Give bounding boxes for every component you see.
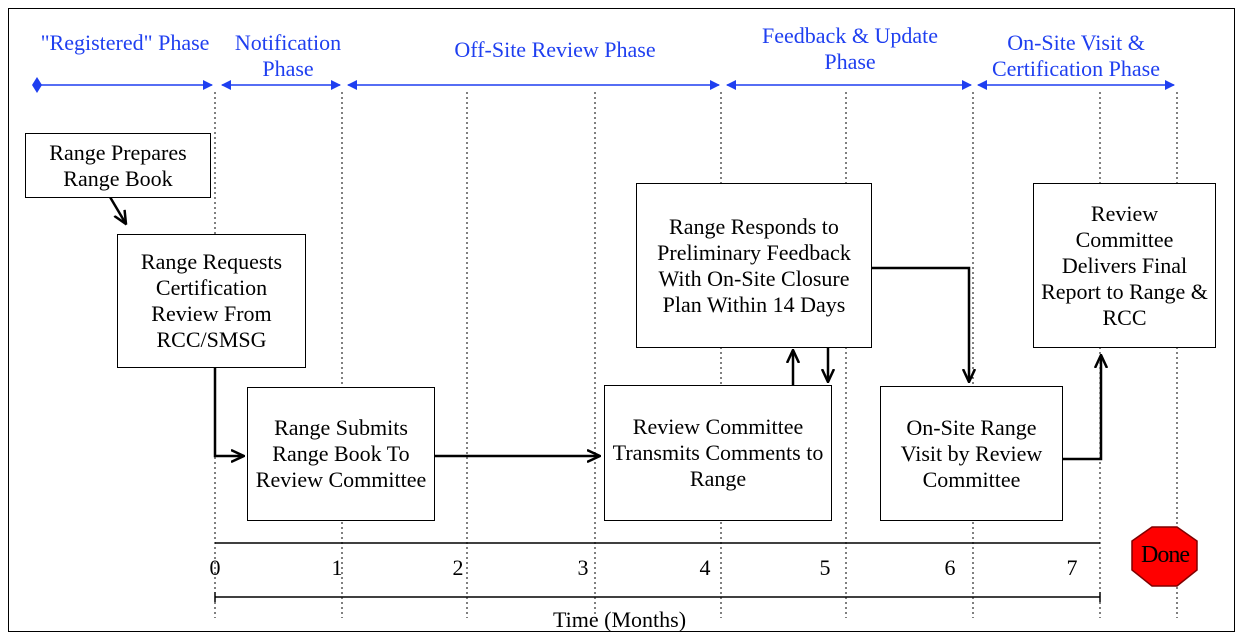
axis-tick: 5 (819, 555, 831, 580)
step-committee-transmits: Review Committee Transmits Comments to R… (604, 385, 832, 521)
axis-tick: 1 (331, 555, 343, 580)
axis-title: Time (Months) (553, 607, 687, 632)
phase-boundary-lines (214, 92, 1178, 618)
axis-tick: 2 (452, 555, 464, 580)
step-range-submits: Range Submits Range Book To Review Commi… (247, 387, 435, 521)
step-committee-delivers: Review Committee Delivers Final Report t… (1033, 183, 1216, 348)
diagram-frame (8, 8, 1235, 632)
phase-arrows (32, 77, 1175, 93)
axis-tick: 3 (577, 555, 589, 580)
connector-responds-to-visit (870, 266, 969, 382)
phase-label-registered: "Registered" Phase (40, 30, 210, 55)
axis-tick: 7 (1066, 555, 1078, 580)
time-axis (214, 542, 1101, 602)
axis-tick: 4 (699, 555, 711, 580)
phase-label-feedback: Feedback & Update Phase (762, 23, 938, 74)
connector-visit-to-delivers (1061, 355, 1101, 461)
phase-label-notification: Notification Phase (234, 30, 342, 81)
connector-prepares-to-requests (108, 196, 126, 224)
step-onsite-visit: On-Site Range Visit by Review Committee (880, 386, 1063, 521)
step-range-requests: Range Requests Certification Review From… (117, 234, 306, 368)
phase-start-diamond (32, 77, 42, 93)
axis-tick: 6 (944, 555, 956, 580)
flow-connectors (108, 196, 1101, 461)
step-range-responds: Range Responds to Preliminary Feedback W… (636, 183, 872, 348)
done-stop-sign-icon (1131, 526, 1198, 587)
axis-tick: 0 (209, 555, 221, 580)
step-range-prepares: Range Prepares Range Book (25, 133, 211, 198)
connector-requests-to-submits (213, 368, 244, 456)
done-label: Done (1141, 542, 1190, 568)
phase-label-onsite: On-Site Visit & Certification Phase (991, 30, 1160, 81)
phase-label-offsite: Off-Site Review Phase (454, 37, 656, 62)
